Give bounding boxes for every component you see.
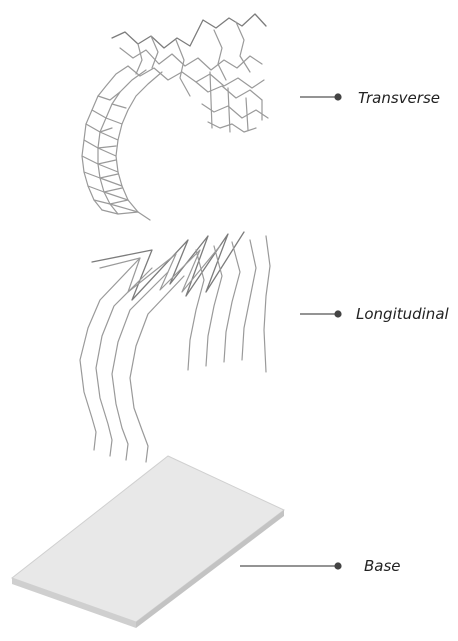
base-label: Base	[364, 557, 401, 575]
base-plate	[10, 455, 285, 628]
longitudinal-leader	[300, 310, 342, 318]
transverse-layer	[81, 13, 269, 221]
longitudinal-label: Longitudinal	[356, 305, 449, 323]
longitudinal-layer	[79, 231, 271, 463]
transverse-label: Transverse	[358, 89, 440, 107]
transverse-leader	[300, 93, 342, 101]
base-leader	[240, 562, 342, 570]
